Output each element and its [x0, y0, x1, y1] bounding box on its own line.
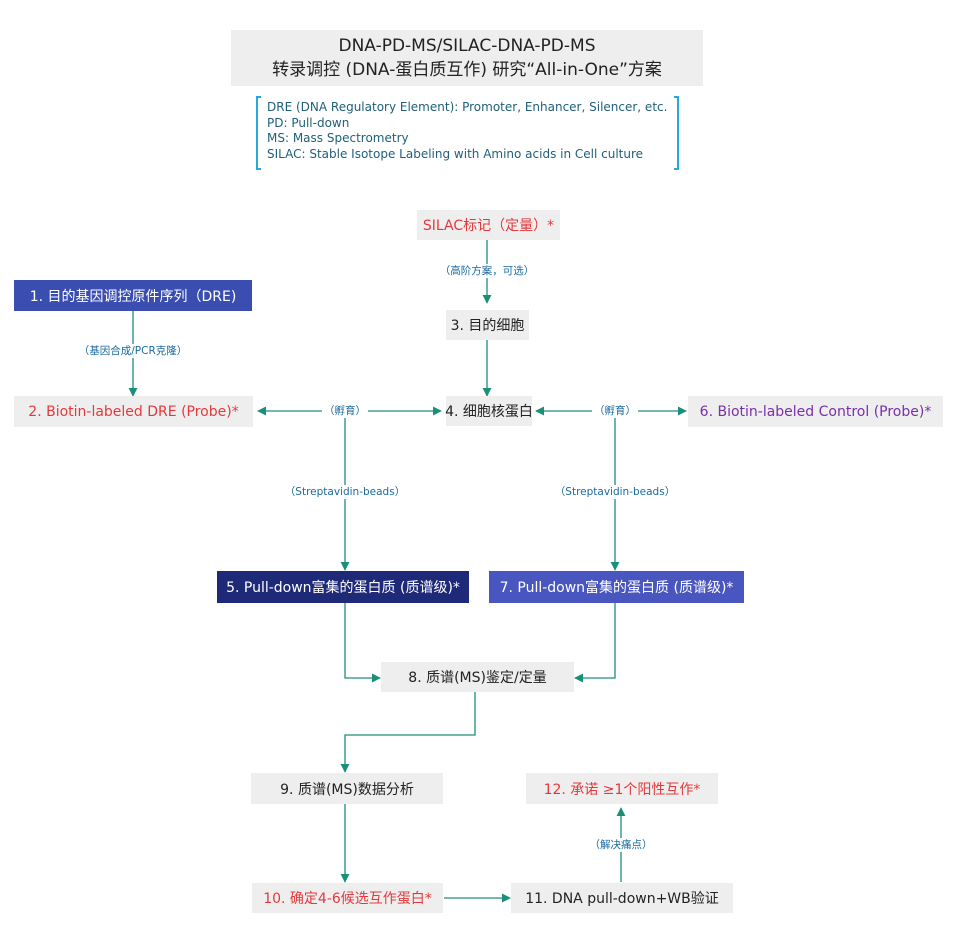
- title-box: DNA-PD-MS/SILAC-DNA-PD-MS 转录调控 (DNA-蛋白质互…: [231, 30, 703, 86]
- edge-label-pain-point: （解决痛点）: [587, 838, 655, 852]
- edge-label-advanced-optional: （高阶方案，可选）: [437, 264, 537, 278]
- node-9-ms-data-analysis: 9. 质谱(MS)数据分析: [251, 773, 443, 804]
- node-1-dre-sequence: 1. 目的基因调控原件序列（DRE): [14, 280, 252, 311]
- node-3-target-cell: 3. 目的细胞: [446, 310, 529, 340]
- edge-label-incubate-left: （孵育）: [322, 404, 368, 418]
- title-line-1: DNA-PD-MS/SILAC-DNA-PD-MS: [338, 36, 596, 56]
- legend-item-ms: MS: Mass Spectrometry: [267, 131, 409, 145]
- title-line-2: 转录调控 (DNA-蛋白质互作) 研究“All-in-One”方案: [272, 60, 662, 80]
- node-2-biotin-dre-probe: 2. Biotin-labeled DRE (Probe)*: [14, 396, 253, 427]
- node-4-nuclear-protein: 4. 细胞核蛋白: [445, 396, 533, 426]
- edge-label-gene-synthesis: （基因合成/PCR克隆）: [76, 344, 190, 358]
- legend-item-silac: SILAC: Stable Isotope Labeling with Amin…: [267, 146, 644, 161]
- legend-bracket-left: [256, 96, 261, 170]
- edge-label-beads-right: （Streptavidin-beads）: [552, 485, 678, 499]
- node-10-candidate-proteins: 10. 确定4-6候选互作蛋白*: [252, 883, 443, 913]
- node-7-pulldown-proteins-control: 7. Pull-down富集的蛋白质 (质谱级)*: [489, 571, 744, 603]
- abbreviation-legend: DRE (DNA Regulatory Element): Promoter, …: [267, 100, 667, 162]
- node-6-biotin-control-probe: 6. Biotin-labeled Control (Probe)*: [688, 396, 943, 427]
- node-12-positive-interaction: 12. 承诺 ≥1个阳性互作*: [526, 773, 718, 804]
- node-5-pulldown-proteins: 5. Pull-down富集的蛋白质 (质谱级)*: [217, 571, 469, 603]
- node-11-wb-validation: 11. DNA pull-down+WB验证: [511, 883, 733, 913]
- arrow-pd5-to-ms: [344, 603, 381, 683]
- legend-item-pd: PD: Pull-down: [267, 115, 350, 130]
- node-silac-labeling: SILAC标记（定量）*: [417, 210, 560, 240]
- legend-bracket-right: [674, 96, 679, 170]
- arrow-pd7-to-ms: [574, 603, 616, 683]
- edge-label-incubate-right: （孵育）: [592, 404, 638, 418]
- arrow-ms-to-analysis: [340, 692, 476, 773]
- node-8-ms-identification: 8. 质谱(MS)鉴定/定量: [381, 662, 574, 692]
- legend-item-dre: DRE (DNA Regulatory Element): Promoter, …: [267, 100, 668, 114]
- edge-label-beads-left: （Streptavidin-beads）: [282, 485, 408, 499]
